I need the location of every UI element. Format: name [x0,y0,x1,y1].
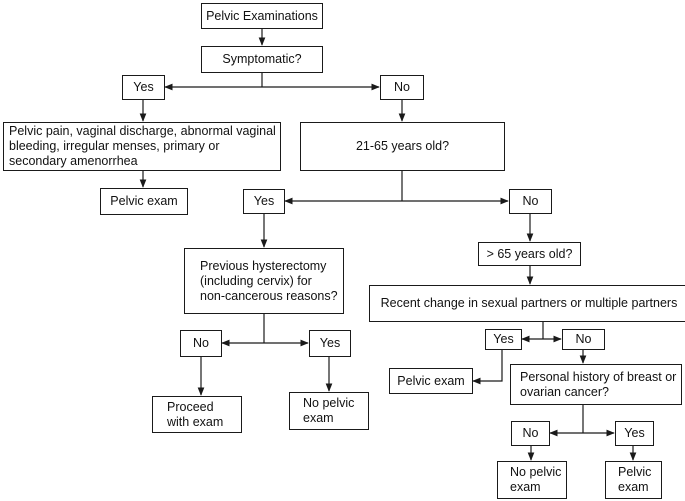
node-age-21-65: 21-65 years old? [300,122,505,171]
node-yes-symptomatic: Yes [122,75,165,100]
node-proceed-with-exam: Proceed with exam [152,396,242,433]
node-no-pelvic-exam-history: No pelvic exam [497,461,567,499]
node-yes-history: Yes [615,421,654,446]
node-yes-partners: Yes [485,329,522,350]
node-symptoms-list: Pelvic pain, vaginal discharge, abnormal… [3,122,281,171]
node-over-65: > 65 years old? [478,242,581,266]
node-no-symptomatic: No [380,75,424,100]
node-pelvic-examinations: Pelvic Examinations [201,3,323,29]
connector-yes-partners-to-pelvic-exam [472,350,503,385]
node-pelvic-exam-history: Pelvic exam [605,461,662,499]
node-symptomatic: Symptomatic? [201,46,323,73]
node-recent-partners: Recent change in sexual partners or mult… [369,285,685,322]
node-personal-history: Personal history of breast or ovarian ca… [510,364,682,405]
node-yes-hysterectomy: Yes [309,330,351,357]
node-no-hysterectomy: No [180,330,222,357]
node-previous-hysterectomy: Previous hysterectomy (including cervix)… [184,248,344,314]
node-no-age: No [509,189,552,214]
node-pelvic-exam-partners: Pelvic exam [389,368,473,394]
node-yes-age: Yes [243,189,285,214]
node-pelvic-exam-symptomatic: Pelvic exam [100,188,188,215]
node-no-pelvic-exam-hysterectomy: No pelvic exam [289,392,369,430]
node-no-history: No [511,421,550,446]
node-no-partners: No [562,329,605,350]
